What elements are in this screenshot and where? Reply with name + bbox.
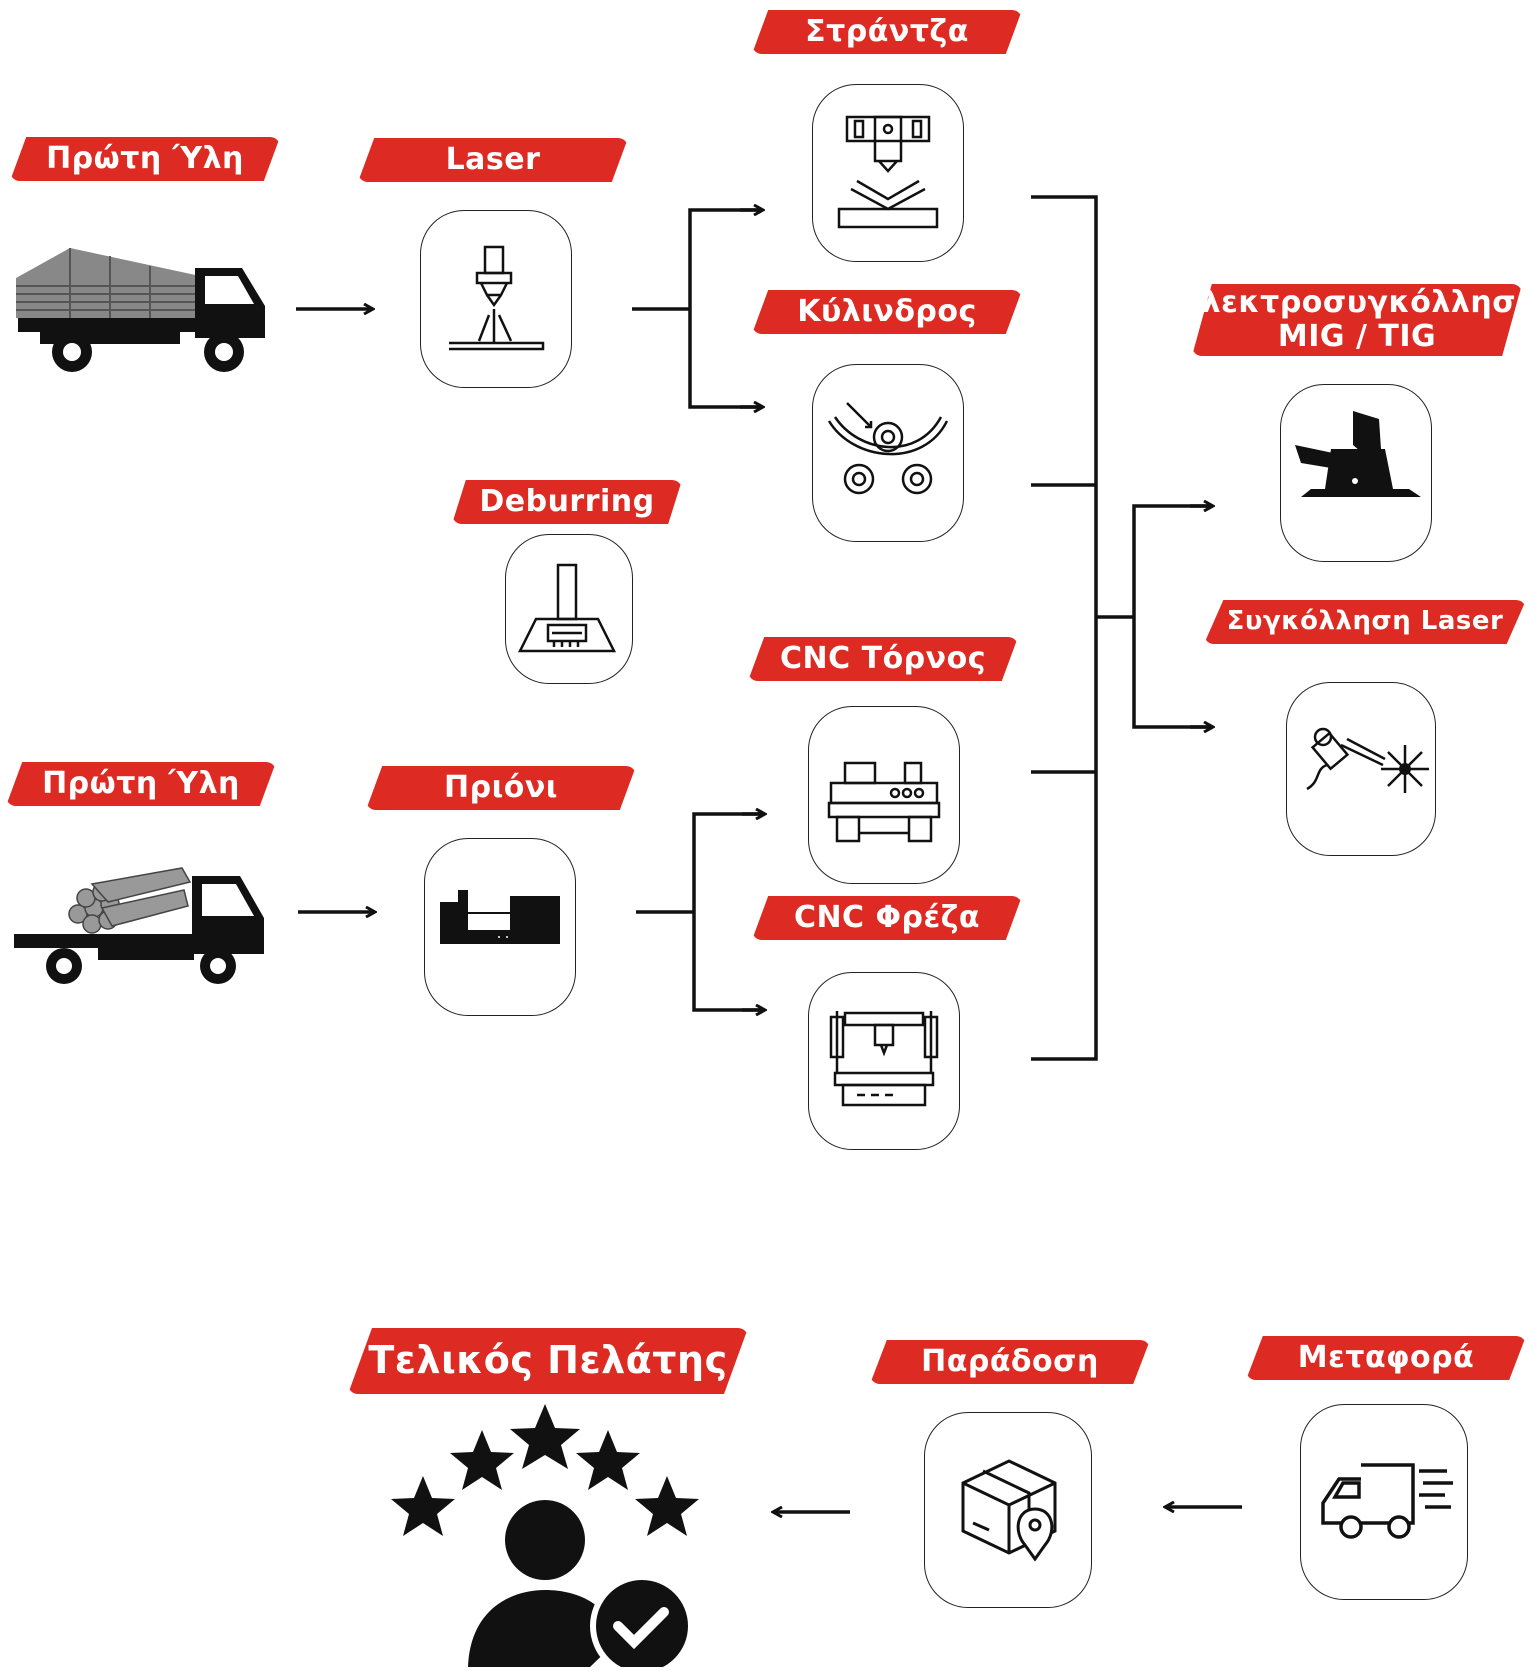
label-laser: Laser: [358, 138, 628, 182]
truck-rods-icon: [12, 862, 272, 986]
label-final-customer: Τελικός Πελάτης: [348, 1328, 748, 1394]
press-brake-icon: [812, 84, 964, 262]
saw-machine-icon: [424, 838, 576, 1016]
package-location-icon: [924, 1412, 1092, 1608]
label-press-brake: Στράντζα: [752, 10, 1022, 54]
label-roller: Κύλινδρος: [752, 290, 1022, 334]
laser-welding-torch-icon: [1286, 682, 1436, 856]
roller-bending-icon: [812, 364, 964, 542]
welding-line1: Ηλεκτροσυγκόλληση: [1176, 284, 1531, 320]
label-cnc-lathe: CNC Τόρνος: [748, 637, 1018, 681]
branch-welding: [1132, 504, 1210, 729]
deburring-machine-icon: [505, 534, 633, 684]
label-laser-welding: Συγκόλληση Laser: [1204, 600, 1526, 644]
welding-line2: MIG / TIG: [1277, 319, 1437, 354]
label-raw-material-top: Πρώτη Ύλη: [10, 137, 280, 181]
label-welding-mig-tig: Ηλεκτροσυγκόλληση MIG / TIG: [1176, 284, 1531, 356]
label-delivery: Παράδοση: [870, 1340, 1150, 1384]
cnc-lathe-icon: [808, 706, 960, 884]
satisfied-customer-icon: [390, 1400, 700, 1671]
welder-icon: [1280, 384, 1432, 562]
delivery-truck-icon: [1300, 1404, 1468, 1600]
truck-sheets-icon: [10, 238, 272, 376]
label-transport: Μεταφορά: [1246, 1336, 1526, 1380]
label-saw: Πριόνι: [366, 766, 636, 810]
label-raw-material-bottom: Πρώτη Ύλη: [6, 762, 276, 806]
label-deburring: Deburring: [452, 480, 682, 524]
label-cnc-mill: CNC Φρέζα: [752, 896, 1022, 940]
cnc-mill-icon: [808, 972, 960, 1150]
laser-cutter-icon: [420, 210, 572, 388]
collector: [1031, 195, 1098, 1061]
branch-laser-up: [688, 208, 760, 409]
branch-saw-split: [692, 812, 762, 1012]
